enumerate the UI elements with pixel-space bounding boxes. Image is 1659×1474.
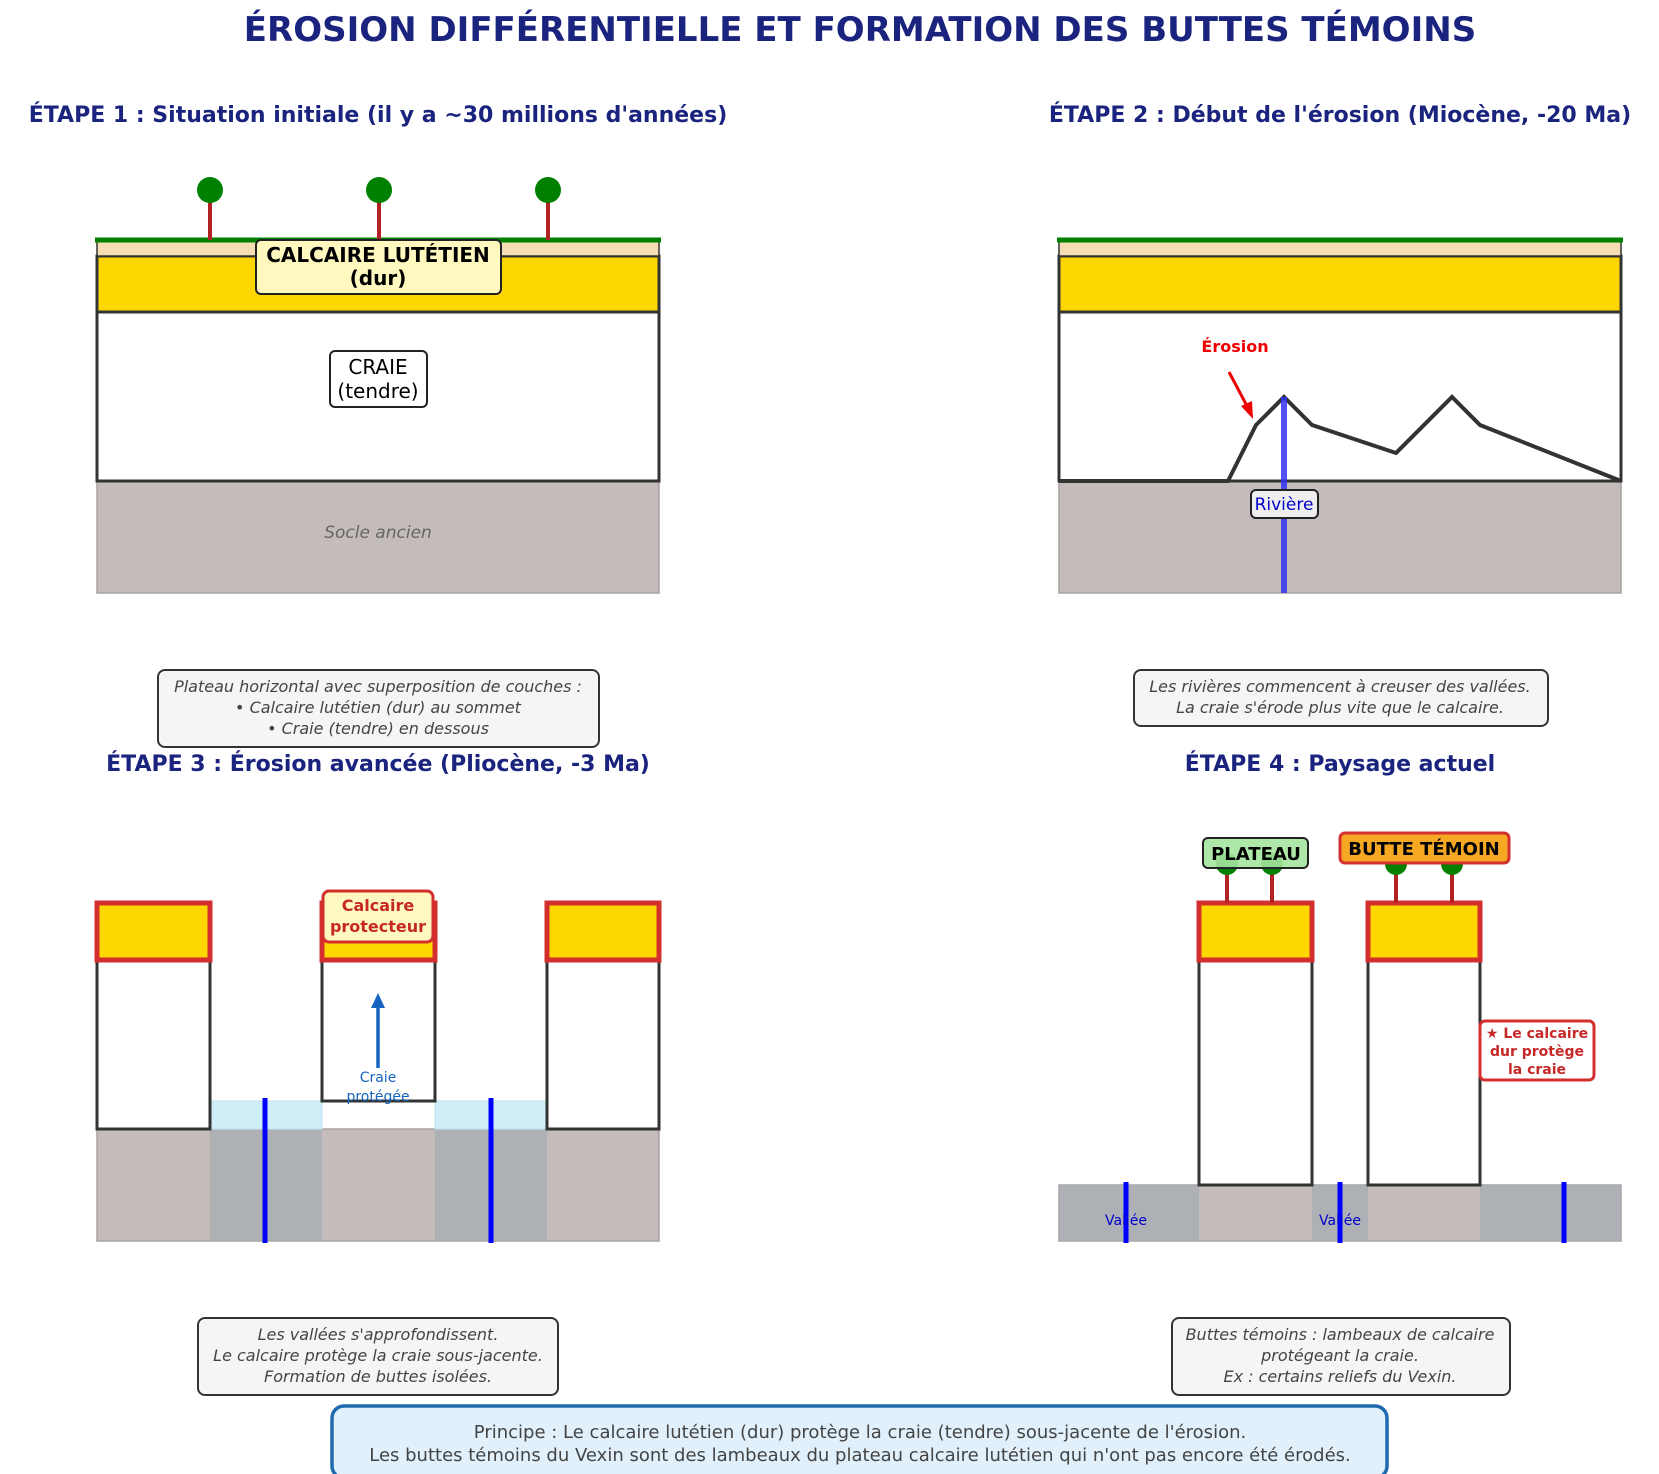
step1-tree-1 [197,177,223,240]
step3-note-box [197,1317,559,1396]
step1-limestone-label-line1: CALCAIRE LUTÉTIEN [266,243,490,267]
step4-protect-note-line3: la craie [1508,1062,1566,1078]
step2-heading: ÉTAPE 2 : Début de l'érosion (Miocène, -… [1049,102,1631,128]
step3-protected-label-line2: protégée [346,1089,409,1105]
step1-note-line1: Plateau horizontal avec superposition de… [174,677,582,696]
step4-butte-label-box [1338,831,1511,865]
step3-note-line3: Formation de buttes isolées. [264,1367,492,1386]
step3-right-chalk [545,958,661,1131]
step4-valley-1-fill [1059,1185,1199,1241]
step1-tree-2 [366,177,392,240]
step1-basement [96,480,660,594]
step3-protector-label-line2: protecteur [330,917,426,936]
step4-butte-chalk [1366,958,1482,1187]
step4-valley-3-fill [1480,1185,1621,1241]
step3-protector-label-line1: Calcaire [342,896,415,915]
step1-note-line3: • Craie (tendre) en dessous [267,719,489,738]
step4-plateau-limestone [1196,900,1315,963]
step2-note-box [1133,669,1549,727]
step4-note-box [1171,1317,1511,1396]
step2-erosion-label: Érosion [1201,337,1268,356]
step3-right-limestone [544,900,662,963]
step4-panel: ÉTAPE 4 : Paysage actuel Vallée Vallée [1058,751,1622,1396]
step3-protector-label-box [321,889,435,944]
step4-valley-label-1: Vallée [1105,1213,1147,1229]
step3-left-limestone [94,900,213,963]
step1-panel: ÉTAPE 1 : Situation initiale (il y a ~30… [29,102,728,748]
step1-chalk-label-line2: (tendre) [337,379,418,403]
step3-note-line2: Le calcaire protège la craie sous-jacent… [213,1346,543,1365]
step3-panel: ÉTAPE 3 : Érosion avancée (Pliocène, -3 … [94,751,662,1396]
step4-protect-note-line1: ★ Le calcaire [1486,1026,1588,1042]
step4-note-line2: protégeant la craie. [1260,1346,1419,1365]
step4-valley-label-2: Vallée [1319,1213,1361,1229]
step4-plateau-label: PLATEAU [1211,844,1301,865]
step4-protect-note-box [1478,1019,1596,1082]
conclusion-line2: Les buttes témoins du Vexin sont des lam… [369,1445,1351,1466]
conclusion: Principe : Le calcaire lutétien (dur) pr… [330,1404,1389,1474]
step2-river-label-box [1250,489,1319,519]
step3-left-chalk [95,958,212,1131]
step2-limestone-layer [1057,254,1623,314]
step1-chalk-label-line1: CRAIE [348,355,407,379]
step4-butte-label: BUTTE TÉMOIN [1348,838,1499,860]
step2-panel: ÉTAPE 2 : Début de l'érosion (Miocène, -… [1049,102,1631,727]
step4-butte-limestone [1365,900,1483,963]
step2-erosion-arrow [1227,371,1253,419]
step4-plateau-label-box [1202,837,1309,869]
step2-basement [1058,480,1622,594]
step4-heading: ÉTAPE 4 : Paysage actuel [1185,751,1495,777]
step1-tree-3 [535,177,561,240]
step1-chalk-label-box [329,350,428,408]
step3-protected-label-line1: Craie [360,1070,397,1086]
step3-protection-arrow [371,993,385,1068]
step1-basement-label: Socle ancien [324,523,432,543]
main-title: ÉROSION DIFFÉRENTIELLE ET FORMATION DES … [244,9,1476,50]
conclusion-line1: Principe : Le calcaire lutétien (dur) pr… [474,1422,1246,1443]
step1-note-line2: • Calcaire lutétien (dur) au sommet [235,698,522,717]
step3-note-line1: Les vallées s'approfondissent. [258,1325,499,1344]
step4-plateau-chalk [1197,958,1314,1187]
step2-note-line2: La craie s'érode plus vite que le calcai… [1176,698,1504,717]
step3-basement [96,1128,660,1242]
conclusion-box [330,1404,1389,1474]
step2-river-label: Rivière [1255,495,1314,515]
step4-note-line3: Ex : certains reliefs du Vexin. [1223,1367,1456,1386]
step1-note-box [157,669,600,748]
step3-heading: ÉTAPE 3 : Érosion avancée (Pliocène, -3 … [106,751,650,777]
step1-limestone-label-line2: (dur) [350,266,407,290]
step2-note-line1: Les rivières commencent à creuser des va… [1149,677,1530,696]
step2-chalk-layer [1057,310,1623,483]
step2-erosion-profile [1059,394,1622,483]
step1-limestone-label-box [255,239,502,295]
step4-note-line1: Buttes témoins : lambeaux de calcaire [1186,1325,1495,1344]
step4-protect-note-line2: dur protège [1490,1044,1584,1060]
step1-heading: ÉTAPE 1 : Situation initiale (il y a ~30… [29,102,728,128]
